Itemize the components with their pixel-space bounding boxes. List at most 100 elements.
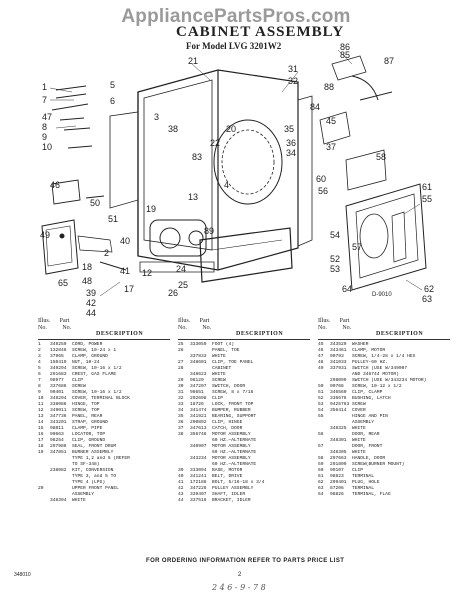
part-number: 98011 (50, 426, 64, 431)
callout-label: 32 (288, 76, 298, 86)
part-description: BEARING, SUPPORT (212, 414, 257, 419)
part-description: SCREW, TOP (72, 408, 100, 413)
part-number: 98823 (330, 474, 344, 479)
part-number: 349294 (50, 366, 67, 371)
cabinet-frame (109, 69, 313, 283)
part-description: WHITE (72, 498, 86, 503)
illus-number: 31 (178, 390, 184, 395)
callout-label: 83 (192, 152, 202, 162)
callout-label: 12 (142, 268, 152, 278)
header-pno: No. (342, 325, 352, 331)
part-number: 37965 (50, 354, 64, 359)
callout-label: 40 (120, 236, 130, 246)
page-title: CABINET ASSEMBLY (176, 24, 345, 40)
illus-number: 36 (178, 420, 184, 425)
callout-label: 87 (384, 56, 394, 66)
illus-number: 28 (178, 366, 184, 371)
part-number: 341921 (190, 414, 207, 419)
callout-label: 51 (108, 214, 118, 224)
illus-number: 4 (38, 360, 41, 365)
part-description: SWITCH (USE W/343234 MOTOR) (352, 378, 427, 383)
callout-label: 54 (330, 230, 340, 240)
part-description: LOCATOR, TOP (72, 432, 106, 437)
callout-label: 57 (352, 242, 362, 252)
part-number: 337516 (190, 498, 207, 503)
callout-label: 56 (318, 186, 328, 196)
part-number: 172186 (190, 480, 207, 485)
part-number: 337931 (330, 366, 347, 371)
part-number: 297986 (50, 444, 67, 449)
part-description: AND 346744 MOTOR) (352, 372, 399, 377)
callout-label: 45 (326, 116, 336, 126)
illus-number: 47 (318, 354, 324, 359)
header-no: No. (318, 325, 327, 331)
illus-number: 54 (318, 408, 324, 413)
callout-label: 50 (90, 198, 100, 208)
parts-row (318, 498, 458, 504)
part-number: 90401 (50, 390, 64, 395)
callout-label: 84 (310, 102, 320, 112)
part-number: 349259 (50, 342, 67, 347)
callout-label: 53 (330, 264, 340, 274)
illus-number: 51 (318, 390, 324, 395)
illus-number: 49 (318, 366, 324, 371)
callout-label: 24 (176, 264, 186, 274)
part-description: UPPER FRONT PANEL (72, 486, 119, 491)
parts-row: 60 HZ.—ALTERNATE (178, 462, 318, 468)
callout-label: 26 (168, 288, 178, 298)
illus-number: 63 (318, 486, 324, 491)
illus-number: 48 (318, 360, 324, 365)
part-description: CABINET (212, 366, 232, 371)
part-description: 60 HZ.—ALTERNATE (212, 438, 257, 443)
illus-number: 30 (178, 384, 184, 389)
parts-row: TYPE 1,2 and 5 (REFER (38, 456, 178, 462)
part-description: DOOR, REAR (352, 432, 380, 437)
header-no: No. (38, 325, 47, 331)
part-number: 90766 (330, 384, 344, 389)
callout-label: 25 (178, 280, 188, 290)
illus-number: 9 (38, 390, 41, 395)
part-description: SCREW(BURNER MOUNT) (352, 462, 405, 467)
parts-row: TO SF-348) (38, 462, 178, 468)
part-number: 90663 (50, 432, 64, 437)
illus-number: 50 (318, 384, 324, 389)
part-number: 336676 (330, 396, 347, 401)
part-description: HANDLE, DOOR (352, 456, 386, 461)
illus-number: 11 (38, 402, 44, 407)
part-number: 9425763 (330, 402, 350, 407)
page-subtitle: For Model LVG 3201W2 (186, 41, 282, 51)
header-no: No. (178, 325, 187, 331)
part-number: 343234 (190, 456, 207, 461)
top-right-components (319, 55, 393, 191)
part-number: 291683 (50, 372, 67, 377)
part-description: BURNER ASSEMBLY (72, 450, 114, 455)
part-number: 292698 (190, 396, 207, 401)
leader-lines (49, 49, 423, 297)
illus-number: 6 (38, 372, 41, 377)
callout-label: 20 (226, 124, 236, 134)
part-number: 291809 (330, 462, 347, 467)
illus-number: 37 (178, 426, 184, 431)
motor-assembly (139, 219, 215, 273)
